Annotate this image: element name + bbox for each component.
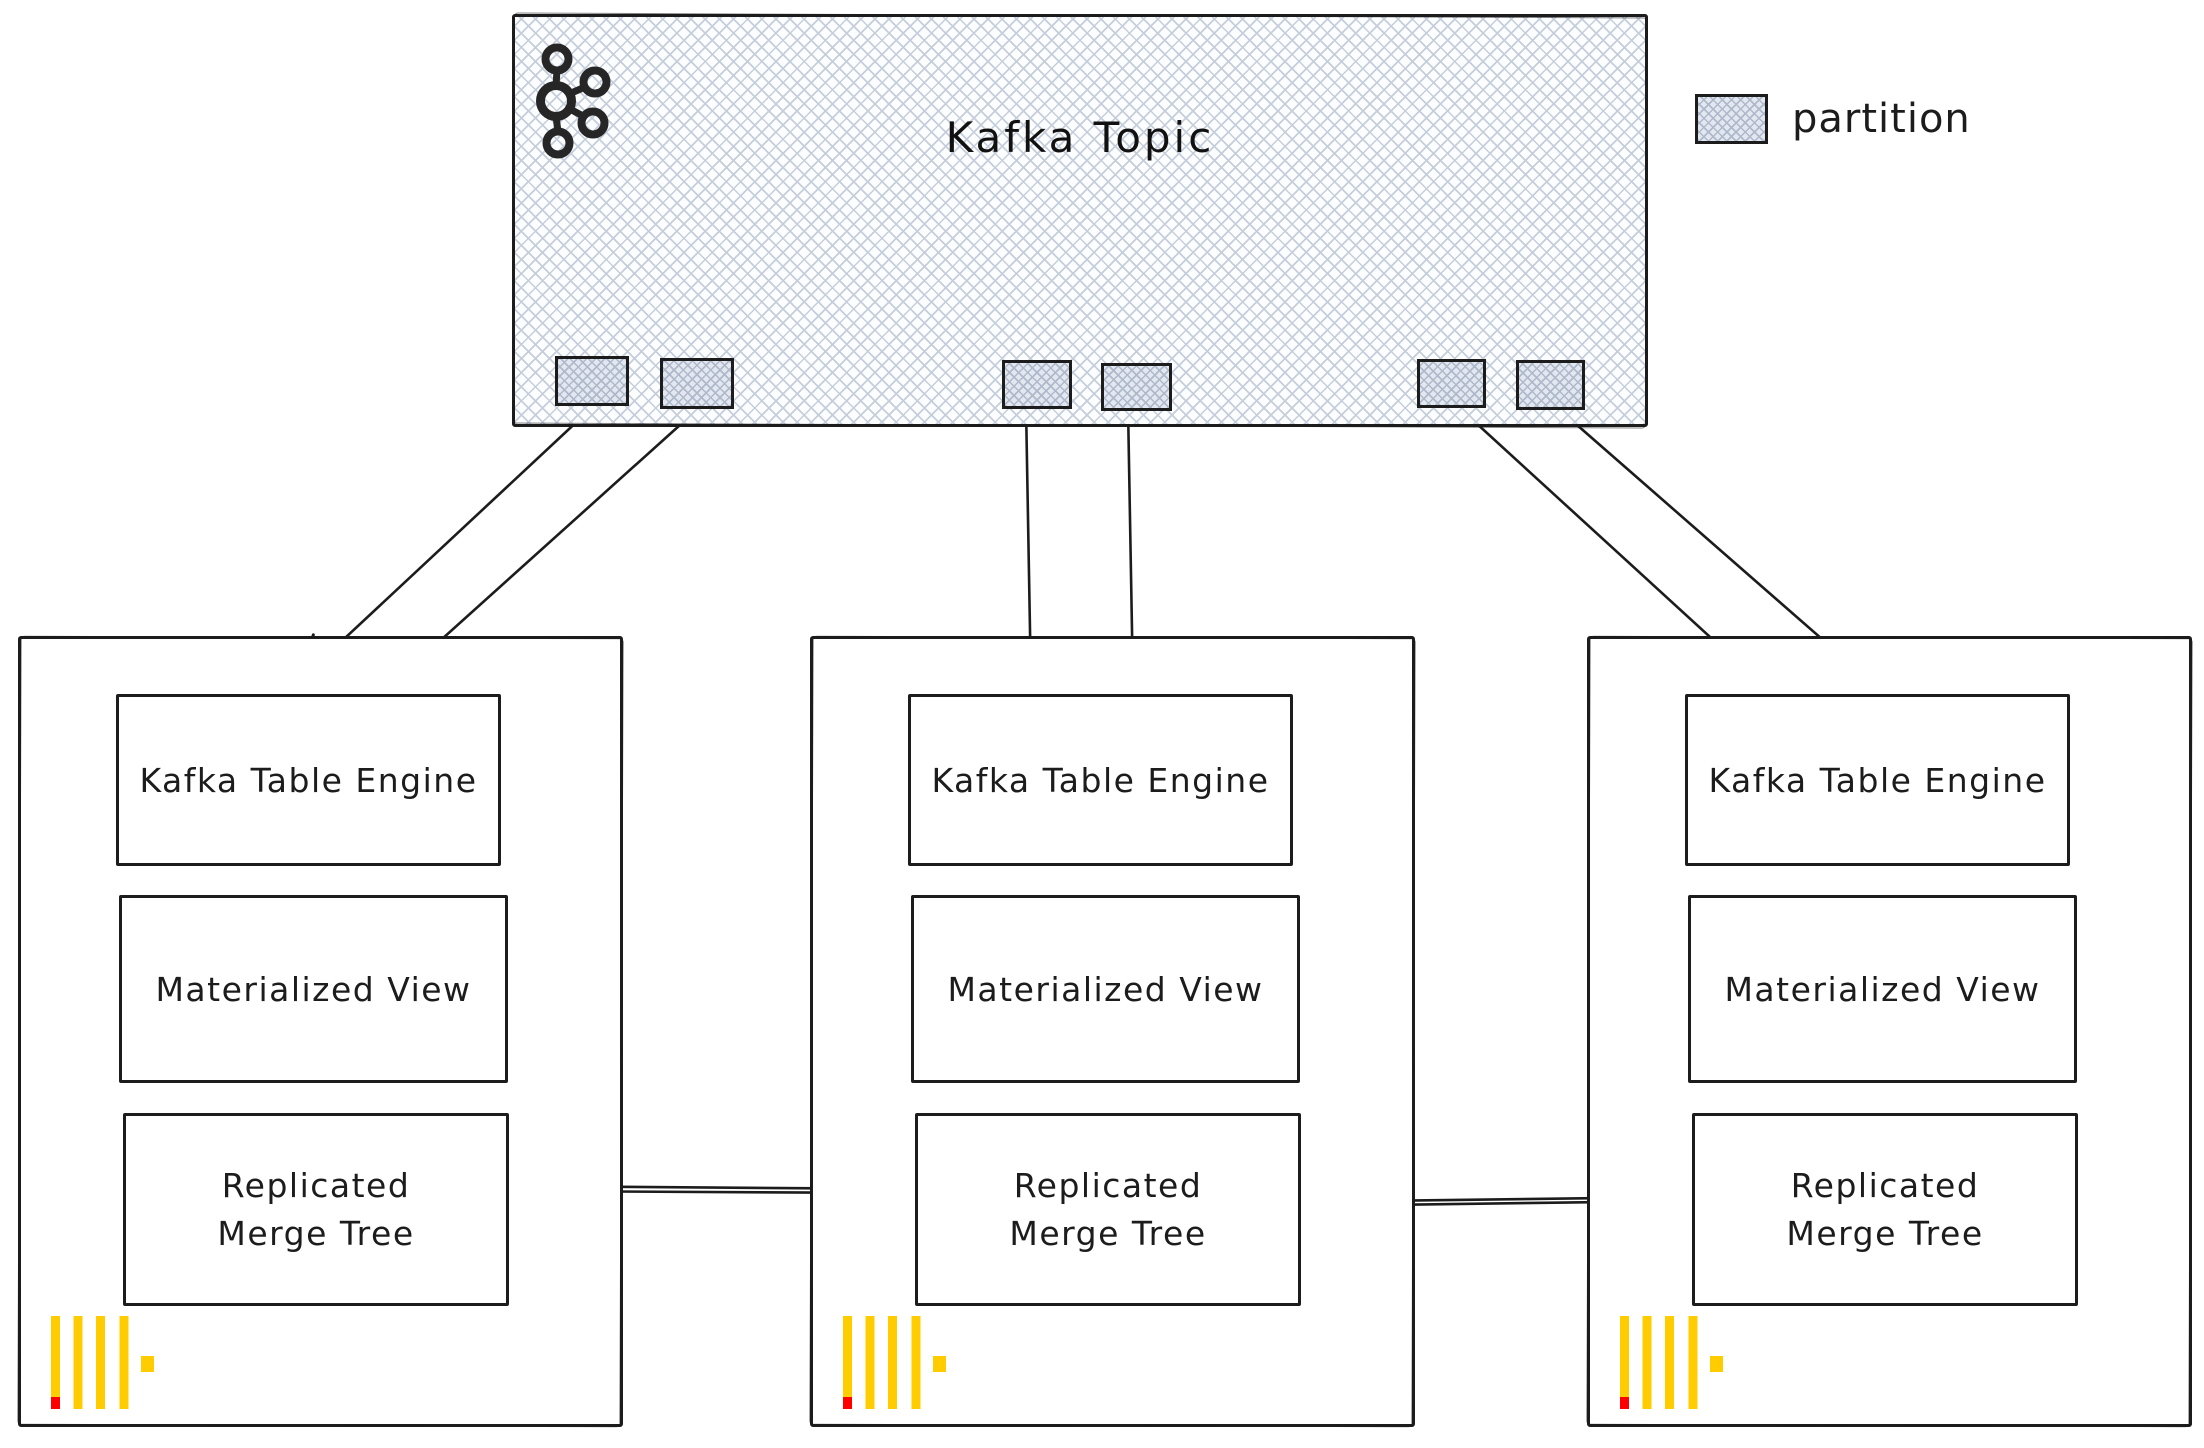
materialized-view-label: Materialized View — [1724, 969, 2041, 1009]
replicated-merge-tree-label-line2: Merge Tree — [217, 1213, 415, 1253]
materialized-view-box: Materialized View — [119, 895, 508, 1083]
replicated-merge-tree-label-line2: Merge Tree — [1009, 1213, 1207, 1253]
partition-box-1 — [660, 358, 734, 409]
kafka-table-engine-box: Kafka Table Engine — [1685, 694, 2070, 866]
replicated-merge-tree-label-line1: Replicated — [1013, 1165, 1203, 1205]
partition-swatch-icon — [1695, 94, 1768, 144]
clickhouse-node-3: Kafka Table Engine Materialized View Rep… — [1587, 636, 2192, 1427]
partition-box-5 — [1516, 360, 1585, 410]
clickhouse-logo-icon — [843, 1316, 946, 1409]
kafka-table-engine-box: Kafka Table Engine — [116, 694, 501, 866]
clickhouse-logo-icon — [51, 1316, 154, 1409]
kafka-topic-box: Kafka Topic — [512, 14, 1648, 427]
replicated-merge-tree-box: Replicated Merge Tree — [1692, 1113, 2078, 1306]
replicated-merge-tree-box: Replicated Merge Tree — [915, 1113, 1301, 1306]
kafka-table-engine-label: Kafka Table Engine — [139, 760, 478, 800]
materialized-view-label: Materialized View — [155, 969, 472, 1009]
replicated-merge-tree-label-line1: Replicated — [221, 1165, 411, 1205]
replicated-merge-tree-label-line2: Merge Tree — [1786, 1213, 1984, 1253]
partition-box-2 — [1002, 360, 1072, 409]
legend: partition — [1695, 94, 1971, 144]
legend-label: partition — [1792, 96, 1971, 142]
materialized-view-label: Materialized View — [947, 969, 1264, 1009]
partition-box-4 — [1417, 359, 1486, 408]
replicated-merge-tree-label-line1: Replicated — [1790, 1165, 1980, 1205]
kafka-table-engine-label: Kafka Table Engine — [1708, 760, 2047, 800]
kafka-logo-icon — [536, 43, 611, 159]
clickhouse-logo-icon — [1620, 1316, 1723, 1409]
materialized-view-box: Materialized View — [911, 895, 1300, 1083]
materialized-view-box: Materialized View — [1688, 895, 2077, 1083]
partition-box-3 — [1101, 363, 1172, 411]
kafka-table-engine-label: Kafka Table Engine — [931, 760, 1270, 800]
clickhouse-node-1: Kafka Table Engine Materialized View Rep… — [18, 636, 623, 1427]
kafka-table-engine-box: Kafka Table Engine — [908, 694, 1293, 866]
partition-box-0 — [555, 356, 629, 406]
replicated-merge-tree-box: Replicated Merge Tree — [123, 1113, 509, 1306]
topic-title: Kafka Topic — [945, 113, 1215, 162]
clickhouse-node-2: Kafka Table Engine Materialized View Rep… — [810, 636, 1415, 1427]
